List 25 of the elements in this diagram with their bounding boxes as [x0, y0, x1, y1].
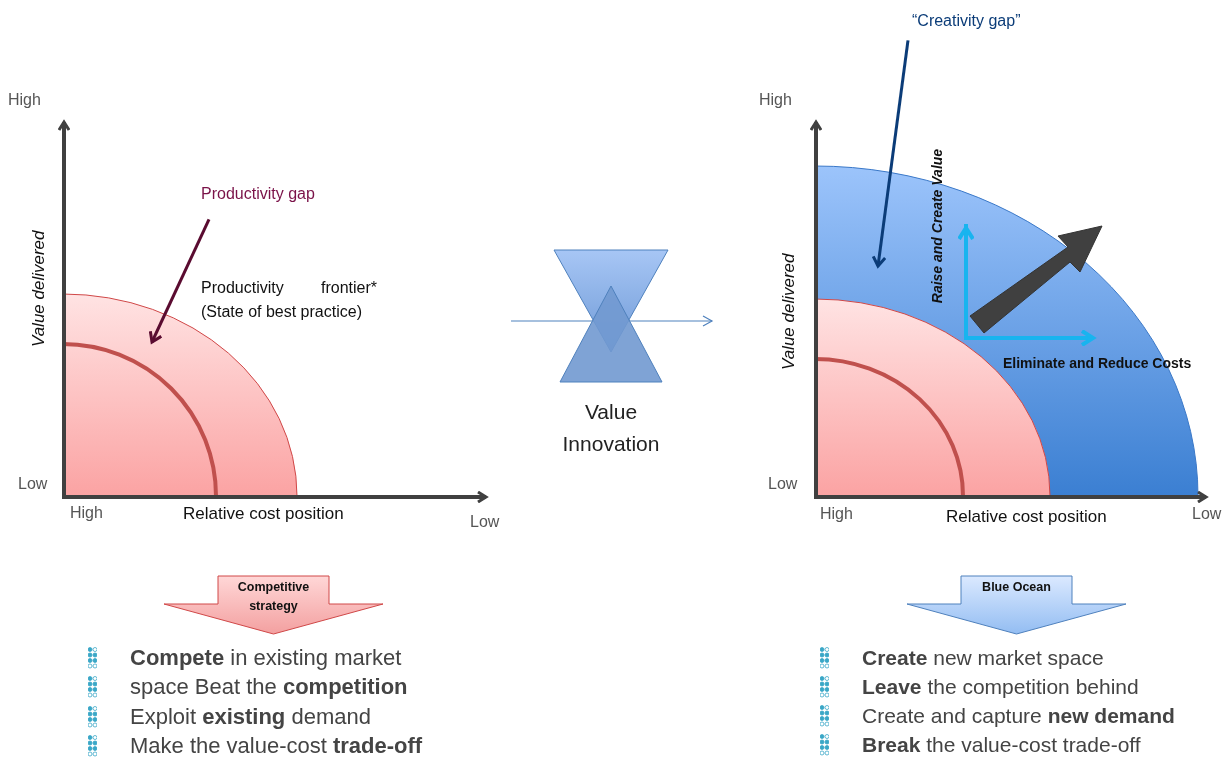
annotation-text: Productivity frontier* (State of best practice) — [201, 278, 377, 322]
leader-arrow — [871, 40, 910, 268]
axis-title: Value delivered — [28, 230, 48, 348]
arrow-label: Competitive strategy — [236, 579, 311, 615]
axis-label: Low — [470, 513, 500, 532]
bullet-text: Create new market space — [862, 645, 1104, 671]
axis-label: High — [759, 91, 792, 110]
callout-text: Productivity gap — [201, 185, 315, 204]
node-text: Value Innovation — [561, 399, 661, 457]
axis-annotation: Raise and Create Value — [928, 148, 946, 304]
axis-title: Relative cost position — [946, 507, 1107, 527]
axis-title: Value delivered — [778, 253, 798, 371]
bullet-text: Break the value-cost trade-off — [862, 732, 1141, 758]
axis-label: Low — [768, 475, 798, 494]
axis-label: Low — [1192, 505, 1222, 524]
arrow-label: Blue Ocean — [981, 579, 1052, 596]
bullet-text: Make the value-cost trade-off — [130, 732, 423, 760]
callout-text: “Creativity gap” — [912, 12, 1021, 31]
bullet-text: Create and capture new demand — [862, 703, 1175, 729]
bullet-text: Leave the competition behind — [862, 674, 1139, 700]
axis-label: Low — [18, 475, 48, 494]
axis-title: Relative cost position — [183, 504, 344, 524]
bullet-text: Exploit existing demand — [130, 703, 371, 731]
leader-arrow — [148, 218, 211, 344]
axis-label: High — [8, 91, 41, 110]
